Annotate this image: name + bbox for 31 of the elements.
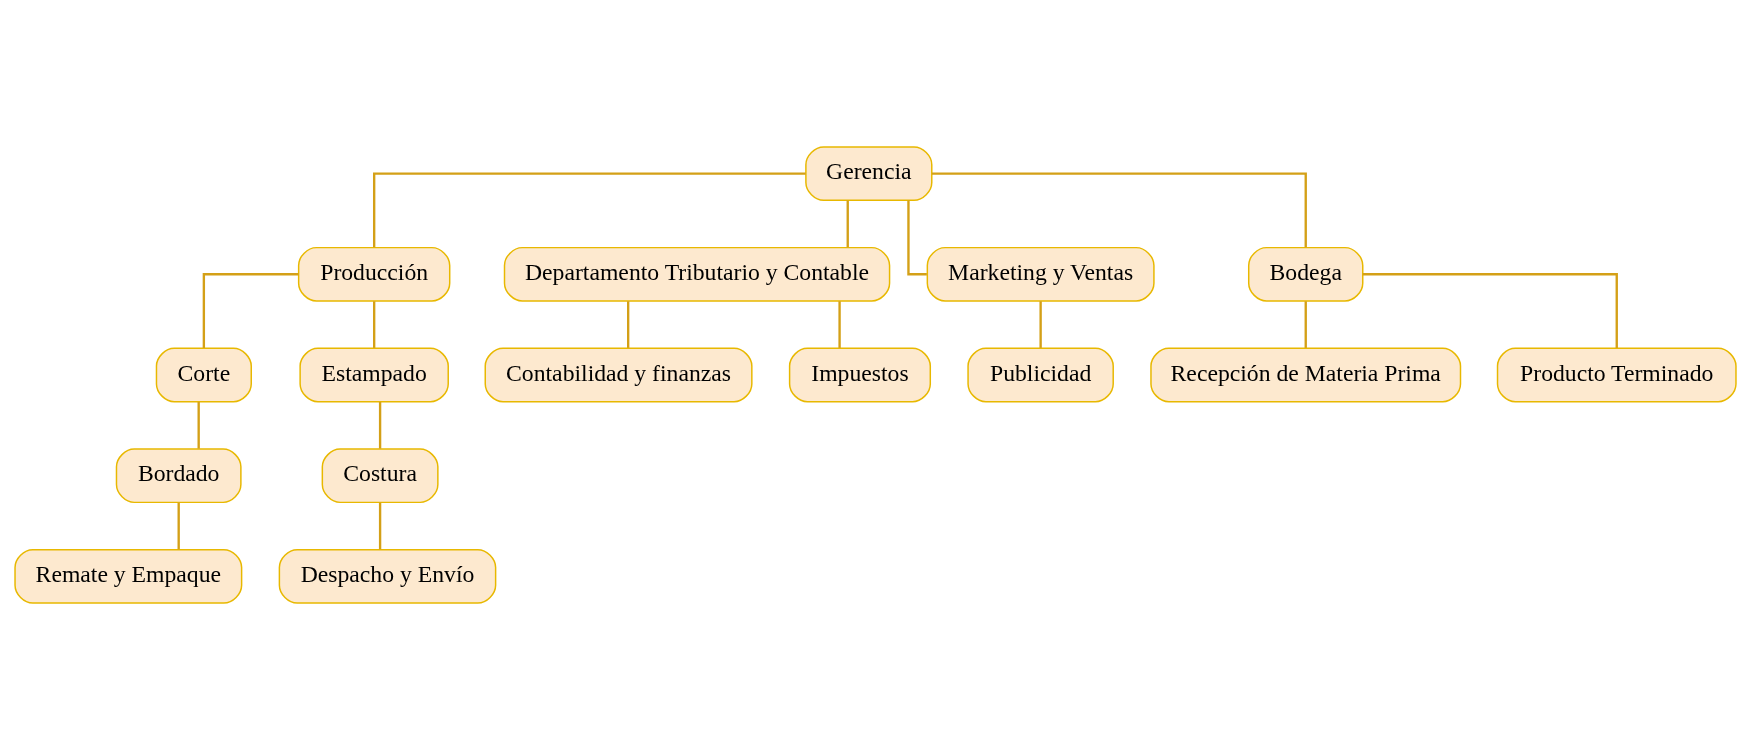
connector [202,272,299,348]
connector [197,401,200,449]
connector [177,502,180,549]
connector [1362,272,1618,348]
node-box: Publicidad [967,347,1114,402]
node-box: Costura [321,447,439,503]
node-box: Producto Terminado [1496,347,1737,402]
node-box: Corte [155,347,252,402]
node-box: Estampado [299,347,449,402]
node-box: Gerencia [805,145,933,201]
node-box: Impuestos [788,347,932,402]
node-box: Producción [297,246,451,302]
node-box: Remate y Empaque [14,548,243,604]
connector [931,171,1307,247]
node-box: Bodega [1248,246,1364,302]
connector [846,200,849,247]
connector [373,300,376,348]
node-box: Departamento Tributario y Contable [503,246,891,302]
node-box: Marketing y Ventas [926,246,1155,302]
connector [378,502,382,549]
connector [627,300,630,348]
node-box: Bordado [115,447,242,503]
connector [378,401,382,449]
connector [907,200,927,275]
node-box: Despacho y Envío [278,548,497,604]
connector [838,300,841,348]
node-box: Recepción de Materia Prima [1150,347,1462,402]
connector [1304,300,1307,348]
connector [1039,300,1042,348]
connector [373,171,806,247]
node-box: Contabilidad y finanzas [484,347,753,402]
